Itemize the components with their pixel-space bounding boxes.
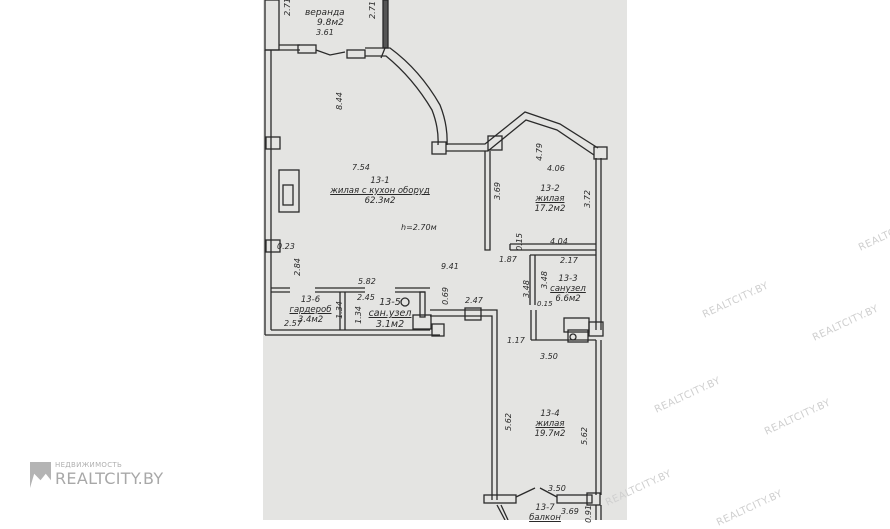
veranda-area: 9.8м2 [317, 18, 344, 28]
dimension-label: 0.15 [537, 300, 553, 308]
logo-house-icon [30, 462, 51, 488]
dimension-label: 3.50 [548, 484, 566, 493]
room-13-1-label: 13-1 жилая с кухон оборуд 62.3м2 [320, 176, 440, 206]
dimension-label: 3.48 [539, 271, 549, 289]
room-name: сан.узел [368, 307, 412, 319]
dimension-label: 2.84 [292, 258, 302, 276]
dimension-label: 5.62 [503, 413, 513, 431]
dimension-label: 5.82 [358, 277, 376, 286]
dimension-label: 3.48 [521, 280, 531, 298]
room-13-4-walls [483, 310, 602, 520]
dimension-label: 3.69 [492, 182, 502, 200]
room-13-5-label: 13-5 сан.узел 3.1м2 [355, 297, 425, 331]
room-13-3-walls [529, 254, 604, 343]
dimension-label: 2.71 [282, 0, 292, 16]
room-name: балкон [529, 512, 561, 523]
dimension-label: 2.57 [284, 319, 302, 328]
room-13-3-label: 13-3 санузел 6.6м2 [543, 274, 593, 304]
room-id: 13-2 [540, 184, 560, 194]
bay-window [431, 111, 608, 160]
room-area: 3.4м2 [297, 314, 324, 325]
room-area: 19.7м2 [534, 428, 566, 439]
dimension-label: 1.34 [334, 301, 344, 319]
room-id: 13-1 [370, 176, 390, 186]
dimension-label: 7.54 [352, 163, 370, 172]
room-13-2-walls [484, 151, 602, 330]
dimension-label: 3.50 [540, 352, 558, 361]
room-13-4-label: 13-4 жилая 19.7м2 [525, 409, 575, 439]
room-13-7-label: 13-7 балкон [520, 503, 570, 524]
dimension-label: 1.87 [499, 255, 517, 264]
room-area: 17.2м2 [534, 203, 566, 214]
room-13-6-label: 13-6 гардероб 3.4м2 [283, 295, 338, 325]
veranda-label: веранда [305, 9, 345, 18]
room-name: жилая [535, 418, 565, 429]
room-id: 13-4 [540, 409, 560, 419]
dimension-label: 1.17 [507, 336, 525, 345]
ceiling-height: h=2.70м [401, 223, 437, 232]
room-area: 6.6м2 [555, 293, 581, 304]
dimension-label: 4.06 [547, 164, 565, 173]
dimension-label: 2.17 [560, 256, 578, 265]
dimension-label: 0.15 [514, 233, 524, 251]
service-rooms-walls [265, 287, 498, 500]
dimension-label: 9.41 [441, 262, 459, 271]
dimension-label: 4.04 [550, 237, 568, 246]
dimension-label: 0.91 [583, 505, 593, 523]
dimension-label: 2.47 [465, 296, 483, 305]
outer-wall-left [264, 50, 300, 335]
floor-plan-sheet [263, 0, 627, 520]
room-area: 62.3м2 [364, 195, 396, 206]
room-id: 13-3 [558, 274, 578, 284]
dimension-label: 3.61 [316, 28, 334, 37]
realtcity-logo: НЕДВИЖИМОСТЬ REALTCITY.BY [30, 461, 163, 488]
room-name: гардероб [289, 304, 332, 315]
dimension-label: 0.69 [440, 287, 450, 305]
room-name: санузел [550, 283, 586, 294]
room-area: 3.1м2 [375, 318, 405, 330]
top-wall [265, 44, 448, 146]
dimension-label: 2.71 [367, 1, 377, 19]
room-name: жилая с кухон оборуд [330, 185, 430, 196]
dimension-label: 1.34 [353, 306, 363, 324]
room-id: 13-7 [535, 503, 555, 513]
room-13-2-label: 13-2 жилая 17.2м2 [525, 184, 575, 214]
dimension-label: 2.45 [357, 293, 375, 302]
dimension-label: 4.79 [534, 143, 544, 161]
room-id: 13-6 [300, 295, 321, 305]
dimension-label: 8.44 [334, 92, 344, 110]
logo-subtitle: НЕДВИЖИМОСТЬ [55, 461, 123, 469]
room-id: 13-5 [379, 297, 401, 308]
dimension-label: 0.23 [277, 242, 295, 251]
room-name: веранда [305, 8, 345, 18]
dimension-label: 3.69 [561, 507, 579, 516]
room-name: жилая [535, 193, 565, 204]
dimension-label: 5.62 [579, 427, 589, 445]
logo-title: REALTCITY.BY [55, 469, 164, 488]
dimension-label: 3.72 [582, 190, 592, 208]
